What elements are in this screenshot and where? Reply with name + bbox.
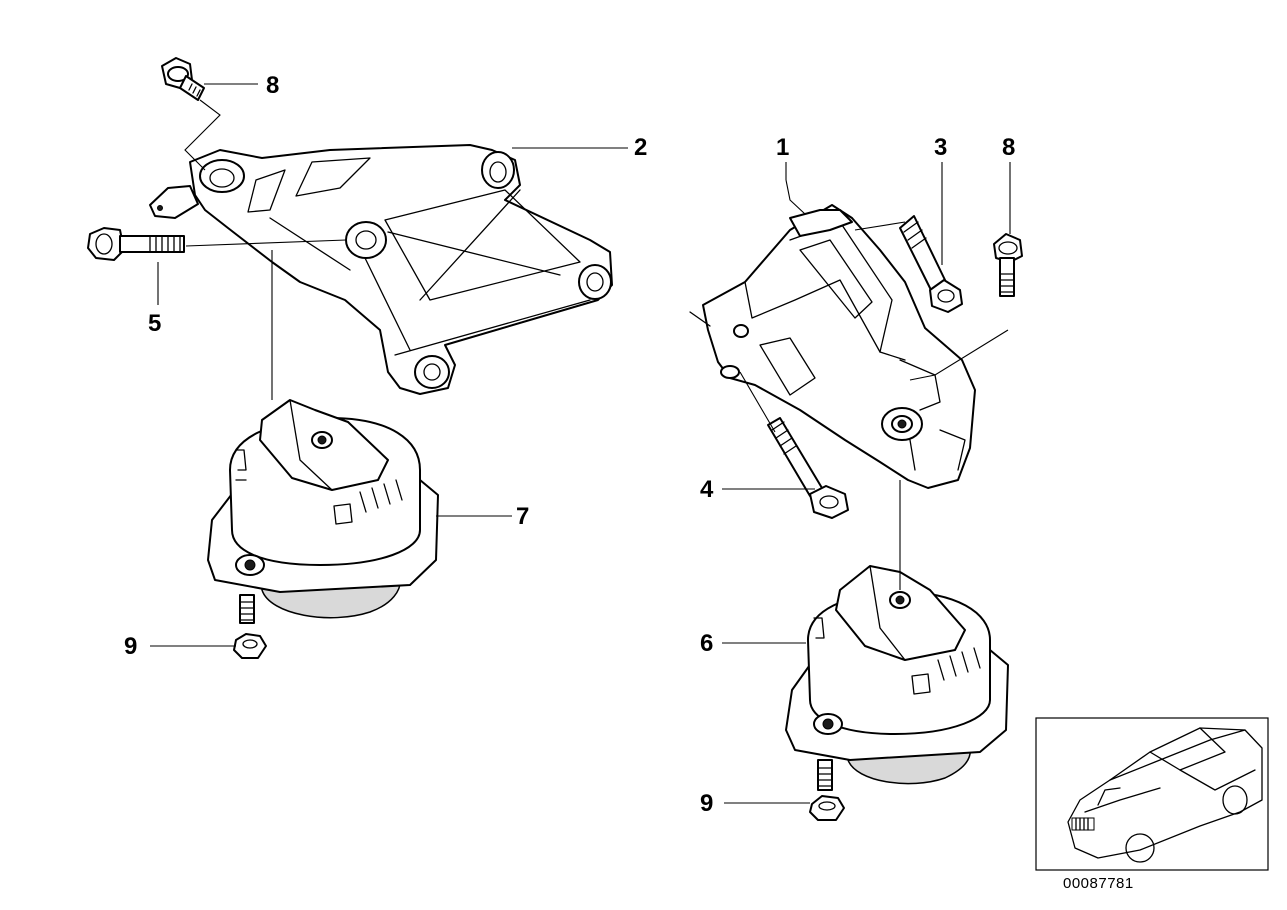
callout-3: 3 bbox=[934, 134, 947, 161]
car-sedan-icon bbox=[1067, 727, 1263, 863]
engine-mount-7 bbox=[207, 399, 439, 624]
callout-9-left: 9 bbox=[124, 633, 137, 660]
callout-1: 1 bbox=[776, 134, 789, 161]
catalog-number: 00087781 bbox=[1063, 875, 1134, 892]
callout-9-right: 9 bbox=[700, 790, 713, 817]
bracket-2 bbox=[149, 144, 613, 395]
bolt-8-left bbox=[161, 57, 205, 101]
callout-labels: 8 2 5 7 9 1 3 8 4 6 9 bbox=[124, 72, 1015, 817]
callout-8-left: 8 bbox=[266, 72, 279, 99]
bolt-3 bbox=[899, 215, 963, 313]
bolt-4 bbox=[767, 417, 849, 519]
callout-7: 7 bbox=[516, 503, 529, 530]
bolt-8-right bbox=[993, 233, 1023, 297]
nut-9-right bbox=[809, 795, 845, 821]
bolt-5 bbox=[87, 227, 185, 261]
bracket-1 bbox=[689, 204, 976, 489]
callout-5: 5 bbox=[148, 310, 161, 337]
callout-6: 6 bbox=[700, 630, 713, 657]
callout-8-right: 8 bbox=[1002, 134, 1015, 161]
engine-mount-6 bbox=[785, 565, 1009, 791]
vehicle-thumbnail bbox=[1035, 717, 1269, 871]
nut-9-left bbox=[233, 633, 267, 659]
callout-2: 2 bbox=[634, 134, 647, 161]
callout-leaders bbox=[150, 83, 1011, 804]
assembly-lines bbox=[184, 99, 1009, 590]
callout-4: 4 bbox=[700, 476, 714, 503]
